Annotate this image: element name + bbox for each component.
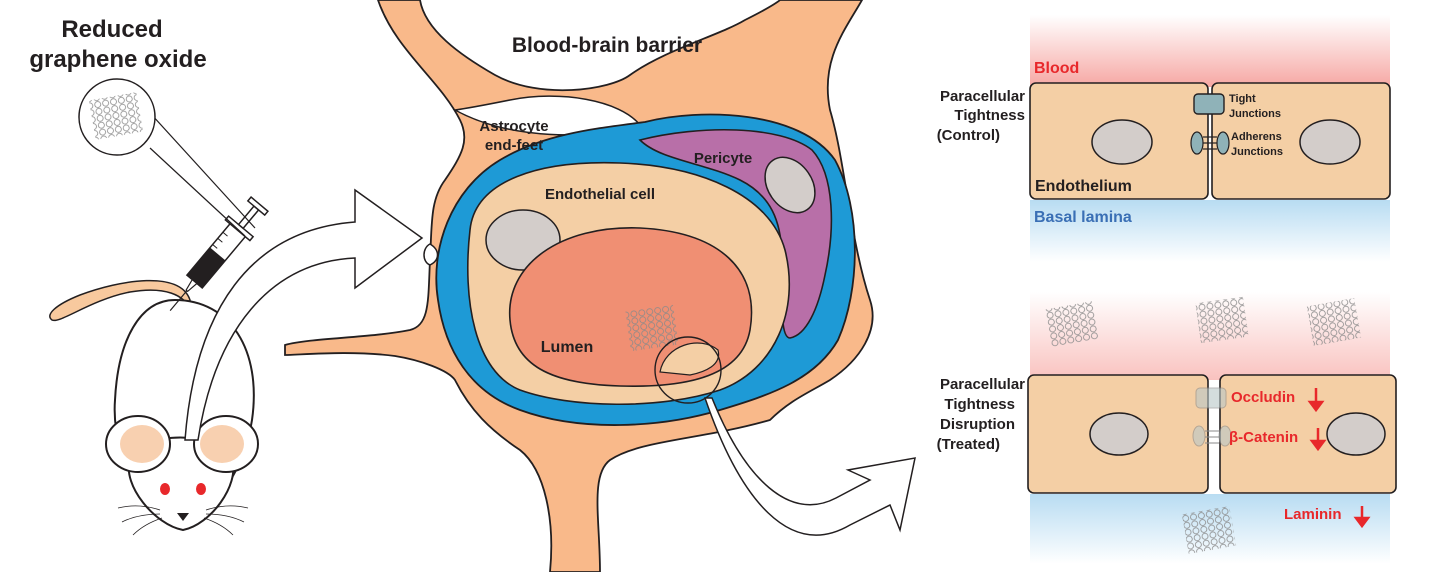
- mouse-illustration: [49, 279, 259, 536]
- mouse-ear-right-inner: [200, 425, 244, 463]
- tight-junctions-label-1: Tight: [1229, 93, 1256, 105]
- pericyte-label: Pericyte: [694, 150, 752, 167]
- control-label-3: (Control): [937, 127, 1000, 144]
- rgo-title-line2: graphene oxide: [29, 46, 206, 73]
- bbb-title: Blood-brain barrier: [512, 34, 702, 57]
- blood-gradient: [1030, 15, 1390, 87]
- tight-junction-icon: [1193, 93, 1225, 115]
- faded-adherens-junction: [1192, 425, 1206, 447]
- rgo-sheet-2: [1195, 296, 1249, 344]
- treated-label-4: (Treated): [937, 436, 1000, 453]
- arrow-zoom-to-treated: [703, 397, 916, 536]
- tight-junctions-label-2: Junctions: [1229, 108, 1281, 120]
- treated-label-1: Paracellular: [940, 376, 1025, 393]
- astrocyte-label-1: Astrocyte: [479, 118, 548, 135]
- faded-tight-junction: [1195, 387, 1227, 409]
- control-label-2: Tightness: [954, 107, 1025, 124]
- endothelial-label: Endothelial cell: [545, 186, 655, 203]
- arrow-mouse-to-bbb: [184, 188, 424, 441]
- rgo-sheet-3: [1306, 298, 1362, 346]
- treated-panel: [1027, 292, 1397, 564]
- treated-label-3: Disruption: [940, 416, 1015, 433]
- adherens-label-2: Junctions: [1231, 146, 1283, 158]
- mouse-eye-left: [160, 483, 170, 495]
- treated-nucleus-right: [1326, 412, 1386, 456]
- rgo-title-line1: Reduced: [61, 16, 162, 43]
- magnify-line-2: [149, 147, 246, 237]
- basal-gradient: [1030, 200, 1390, 262]
- adherens-junction-icon: [1190, 131, 1204, 155]
- mouse-tail: [49, 279, 191, 322]
- mouse-whiskers: [117, 505, 249, 536]
- control-label-1: Paracellular: [940, 88, 1025, 105]
- control-panel: [1029, 15, 1391, 262]
- pericyte-nucleus: [764, 156, 816, 214]
- rgo-sheet-1: [1045, 301, 1099, 347]
- endothelium-label: Endothelium: [1035, 178, 1132, 195]
- treated-nucleus-left: [1089, 412, 1149, 456]
- occludin-label: Occludin: [1231, 389, 1295, 406]
- laminin-label: Laminin: [1284, 506, 1342, 523]
- endfeet-gap-top: [452, 95, 642, 136]
- treated-label-2: Tightness: [944, 396, 1015, 413]
- rgo-sheet-magnified: [88, 92, 144, 140]
- control-nucleus-right: [1299, 119, 1361, 165]
- control-nucleus-left: [1091, 119, 1153, 165]
- mouse-nose: [177, 513, 189, 521]
- bbb-diagram: [284, 0, 874, 572]
- rgo-sheet-4: [1181, 506, 1237, 554]
- astrocyte-label-2: end-feet: [485, 137, 543, 154]
- adherens-label-1: Adherens: [1231, 131, 1282, 143]
- mouse-eye-right: [196, 483, 206, 495]
- rgo-sheet-lumen: [625, 304, 679, 352]
- zoom-circle: [654, 336, 722, 404]
- blood-label: Blood: [1034, 60, 1079, 77]
- basal-lamina-label: Basal lamina: [1034, 209, 1132, 226]
- mouse-ear-left-inner: [120, 425, 164, 463]
- catenin-label: β-Catenin: [1229, 429, 1298, 446]
- lumen-label: Lumen: [541, 339, 593, 356]
